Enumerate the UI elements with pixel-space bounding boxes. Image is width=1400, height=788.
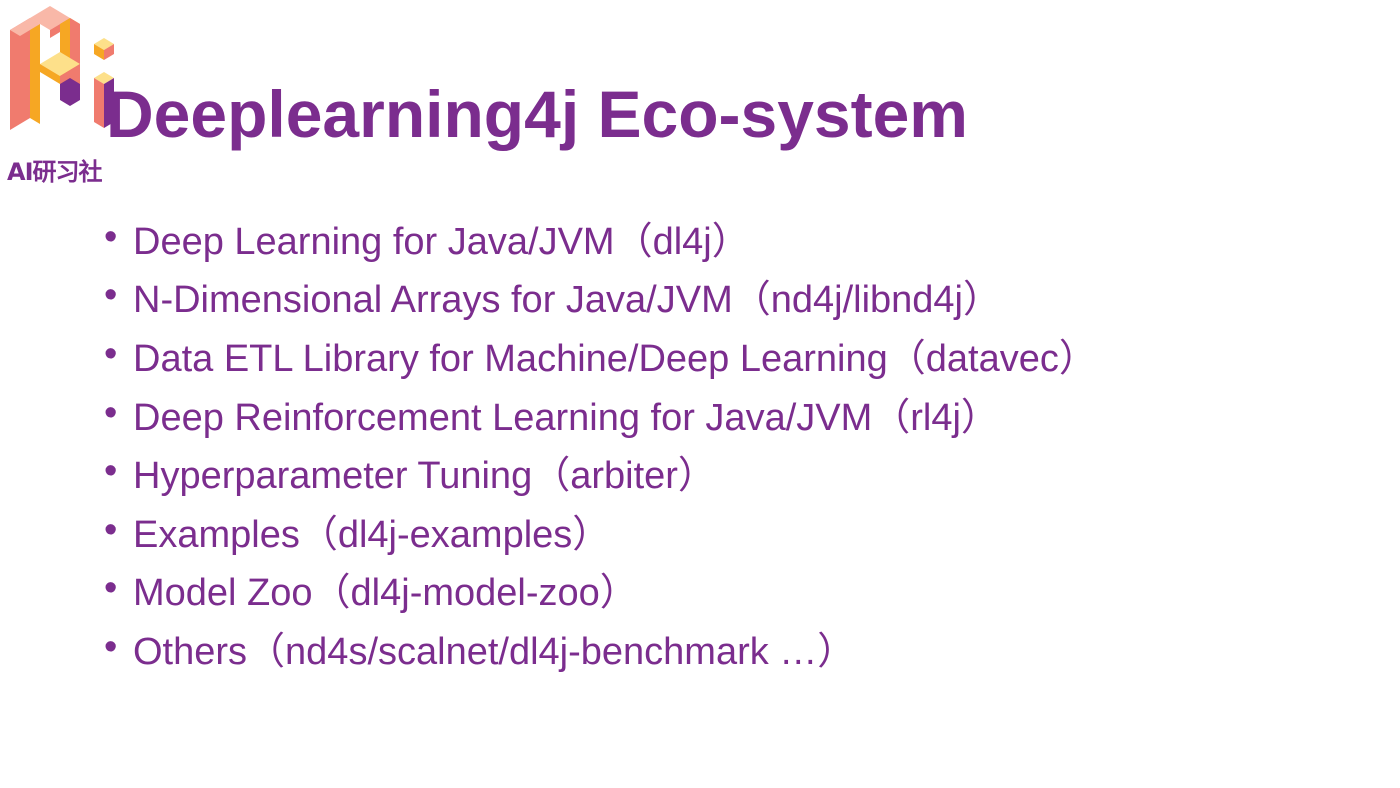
bullet-text: N-Dimensional Arrays for Java/JVM（nd4j/l… [133,279,1001,322]
bullet-text: Deep Learning for Java/JVM（dl4j） [133,220,750,263]
bullet-text: Examples（dl4j-examples） [133,513,611,556]
bullet-text: Deep Reinforcement Learning for Java/JVM… [133,396,999,439]
list-item: • Data ETL Library for Machine/Deep Lear… [104,325,1097,384]
bullet-text: Hyperparameter Tuning（arbiter） [133,455,716,498]
logo-mark-icon [10,6,114,130]
bullet-text: Model Zoo（dl4j-model-zoo） [133,572,638,615]
bullet-icon: • [104,508,118,551]
slide-title: Deeplearning4j Eco-system [106,77,968,151]
bullet-icon: • [104,274,118,317]
bullet-icon: • [104,332,118,375]
list-item: • Others（nd4s/scalnet/dl4j-benchmark …） [104,618,1097,677]
ai-yanxishe-logo: AI研习社 [6,0,124,190]
list-item: • Deep Reinforcement Learning for Java/J… [104,384,1097,443]
list-item: • Model Zoo（dl4j-model-zoo） [104,560,1097,619]
bullet-list: • Deep Learning for Java/JVM（dl4j） • N-D… [104,208,1097,677]
bullet-icon: • [104,391,118,434]
bullet-icon: • [104,215,118,258]
list-item: • N-Dimensional Arrays for Java/JVM（nd4j… [104,267,1097,326]
list-item: • Hyperparameter Tuning（arbiter） [104,442,1097,501]
bullet-text: Others（nd4s/scalnet/dl4j-benchmark …） [133,630,856,673]
bullet-icon: • [104,625,118,668]
bullet-icon: • [104,567,118,610]
list-item: • Deep Learning for Java/JVM（dl4j） [104,208,1097,267]
bullet-icon: • [104,450,118,493]
bullet-text: Data ETL Library for Machine/Deep Learni… [133,337,1097,380]
list-item: • Examples（dl4j-examples） [104,501,1097,560]
logo-text: AI研习社 [7,158,103,186]
